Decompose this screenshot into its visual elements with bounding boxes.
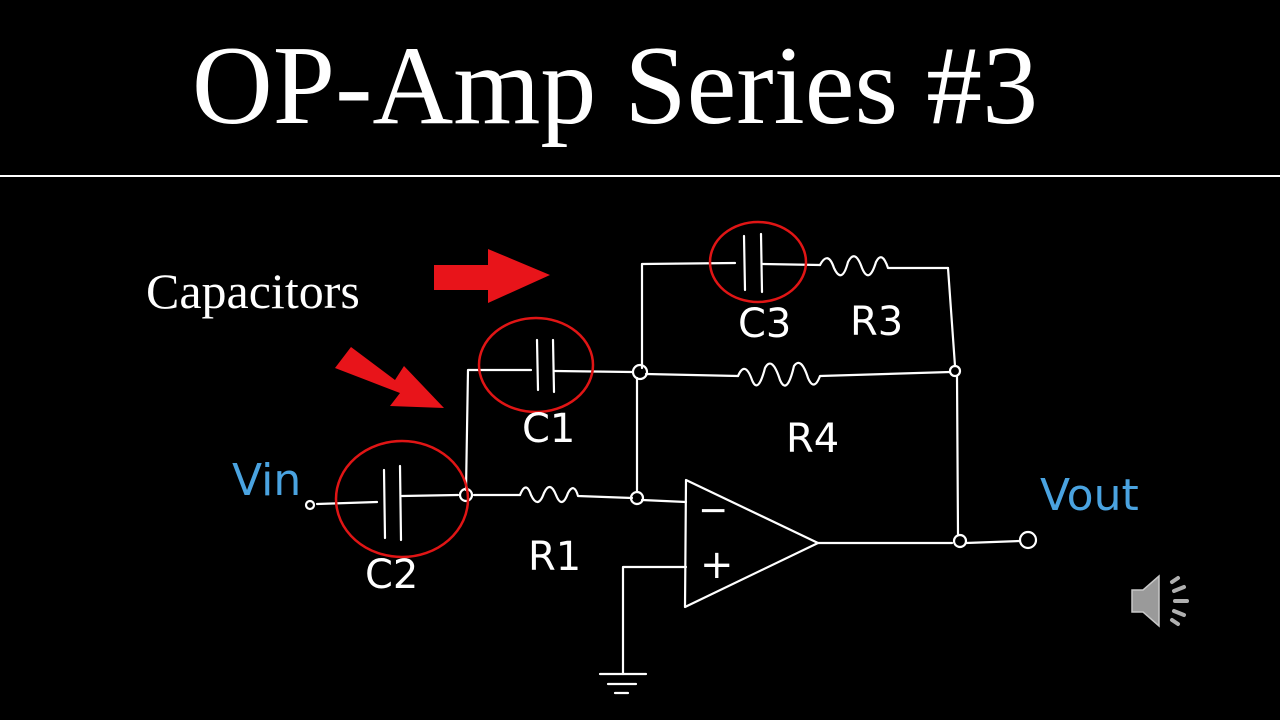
c1-highlight <box>477 316 595 414</box>
capacitors-label: Capacitors <box>146 263 360 319</box>
capacitor-highlights <box>334 220 808 559</box>
arrow-top <box>434 249 550 303</box>
r3-label: R3 <box>850 299 903 345</box>
arrow-diagonal <box>335 347 444 408</box>
circuit-wires <box>315 232 1022 695</box>
c3-label: C3 <box>738 301 791 347</box>
c2-label: C2 <box>365 552 418 598</box>
c1-label: C1 <box>522 406 575 452</box>
c2-highlight <box>334 439 470 559</box>
circuit-nodes <box>304 363 1038 550</box>
c3-highlight <box>708 220 808 304</box>
r4-label: R4 <box>786 416 839 462</box>
opamp-plus-label: + <box>700 542 734 588</box>
title-divider <box>0 175 1280 177</box>
r1-label: R1 <box>528 534 581 580</box>
opamp-minus-label: − <box>698 490 728 531</box>
vin-label: Vin <box>232 455 301 506</box>
speaker-icon[interactable] <box>1131 574 1189 628</box>
vout-label: Vout <box>1040 470 1139 521</box>
slide-title: OP-Amp Series #3 <box>191 24 1039 148</box>
